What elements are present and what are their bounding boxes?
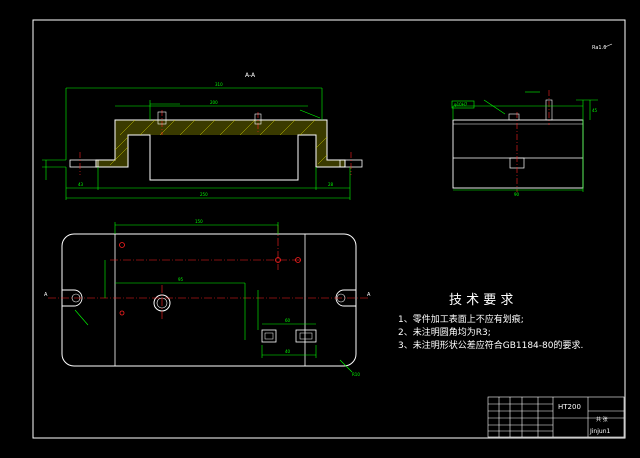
title-designer: Jinjun1 (589, 428, 611, 435)
dim-plan-mid: 95 (178, 277, 184, 282)
dim-plan-lower: 60 (285, 318, 291, 323)
title-block (487, 396, 625, 438)
dim-side-height: 45 (592, 108, 598, 113)
dim-plan-top: 150 (195, 219, 203, 224)
tech-title: 技 术 要 求 (449, 293, 513, 308)
tech-item-1: 1、零件加工表面上不应有划痕; (398, 313, 524, 325)
dim-bottom-overall: 250 (200, 192, 208, 197)
tech-item-3: 3、未注明形状公差应符合GB1184-80的要求. (398, 339, 583, 351)
hatch-lines (109, 119, 328, 166)
dim-top-overall: 310 (215, 82, 223, 87)
leader-note: R10 (352, 372, 360, 377)
title-scale-note: 共 张 (596, 416, 608, 423)
section-mark-right: A (367, 292, 371, 298)
tech-item-2: 2、未注明圆角均为R3; (398, 326, 491, 338)
corner-note: Ra1.6 (592, 45, 606, 51)
dim-plan-small: 40 (285, 349, 291, 354)
section-label: A-A (245, 72, 256, 79)
side-view: φ10H7 90 45 (451, 90, 598, 197)
side-view-label: φ10H7 (454, 102, 468, 107)
dim-side-width: 90 (514, 192, 520, 197)
dim-bottom-right: 28 (328, 182, 334, 187)
tech-requirements: 技 术 要 求 1、零件加工表面上不应有划痕; 2、未注明圆角均为R3; 3、未… (398, 293, 583, 351)
section-mark-left: A (44, 292, 48, 298)
section-view: A-A (42, 72, 363, 200)
plan-view: 150 95 60 40 R10 A A (44, 219, 371, 377)
dim-bottom-left: 43 (78, 182, 84, 187)
title-material: HT200 (558, 403, 581, 411)
dim-top-inner: 200 (210, 100, 218, 105)
side-view-label-box (451, 100, 475, 109)
drawing-frame (32, 19, 626, 439)
